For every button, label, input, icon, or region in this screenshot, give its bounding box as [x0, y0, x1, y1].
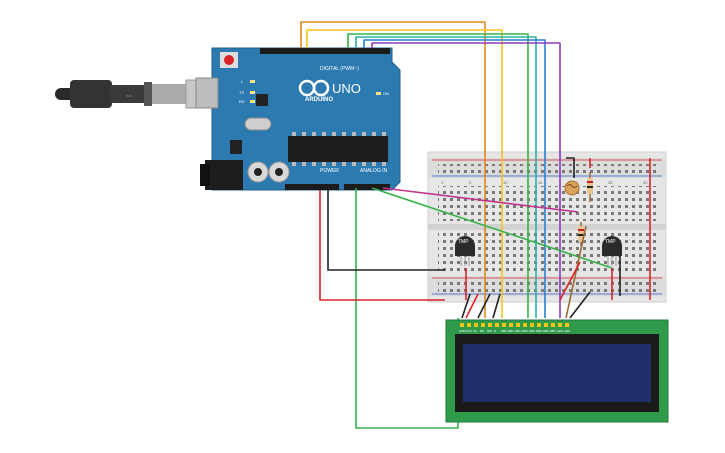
lcd-pin-db0: DB0	[501, 329, 507, 333]
wire-red-lcd[interactable]	[465, 293, 479, 319]
bb-col-30: 30	[643, 180, 648, 185]
arduino-logo: ARDUINO UNO	[298, 79, 361, 103]
wire-black-lcd-4[interactable]	[569, 291, 591, 319]
photoresistor[interactable]	[564, 180, 580, 196]
bb-col-5: 5	[469, 180, 472, 185]
analog-header[interactable]	[344, 184, 390, 190]
wire-yellow[interactable]	[306, 29, 503, 318]
wire-teal[interactable]	[355, 36, 537, 318]
lcd-pin-rw: RW	[487, 329, 492, 333]
wire-red-5v[interactable]	[319, 190, 445, 301]
lcd-pin-db1: DB1	[508, 329, 514, 333]
lcd-pin-led-k: LED	[564, 329, 571, 333]
wire-orange[interactable]	[300, 21, 486, 318]
lcd-pin-rs: RS	[480, 329, 484, 333]
model-label: UNO	[332, 81, 361, 96]
wire-black-lcd-1[interactable]	[461, 293, 471, 319]
lcd-screen	[463, 344, 651, 402]
lcd-pin-led-a: LED	[557, 329, 564, 333]
wire-black-gnd[interactable]	[327, 190, 445, 271]
sensor-1-label: TMP	[458, 239, 469, 245]
lcd-pin-db5: DB5	[536, 329, 542, 333]
resistor-1[interactable]	[587, 172, 593, 202]
usb-cable[interactable]: ⇔	[55, 79, 217, 109]
svg-text:⇔: ⇔	[124, 90, 134, 101]
breadboard[interactable]: 1 5 10 15 20 25 30	[427, 151, 667, 303]
led-label-on: ON	[383, 91, 389, 96]
led-label-l: L	[241, 79, 244, 84]
wire-red-bb[interactable]	[559, 261, 581, 301]
brand-label: ARDUINO	[305, 97, 333, 103]
wire-blue[interactable]	[363, 39, 546, 318]
bb-col-10: 10	[503, 180, 508, 185]
bb-col-25: 25	[608, 180, 613, 185]
lcd-pin-gnd: GND	[459, 329, 467, 333]
led-label-tx: TX	[239, 90, 244, 95]
wire-black-lcd-3[interactable]	[492, 293, 501, 319]
lcd-pin-db3: DB3	[522, 329, 528, 333]
led-label-rx: RX	[239, 99, 245, 104]
wire-black-lcd-2[interactable]	[477, 293, 491, 319]
wire-purple[interactable]	[371, 42, 561, 318]
sensor-2-label: TMP	[605, 239, 616, 245]
lcd-pin-db6: DB6	[543, 329, 549, 333]
arduino-board[interactable]: ARDUINO UNO L TX RX ON DIGITAL (PWM~) PO…	[195, 47, 401, 191]
analog-label: ANALOG IN	[360, 168, 388, 174]
wire-black-top[interactable]	[566, 157, 575, 178]
lcd-pin-vcc: VCC	[466, 329, 473, 333]
lcd-display[interactable]: GND VCC V0 RS RW E DB0 DB1 DB2 DB3 DB4 D…	[445, 319, 669, 423]
lcd-pin-e: E	[494, 329, 496, 333]
digital-header[interactable]	[260, 48, 390, 54]
wire-magenta[interactable]	[382, 187, 579, 213]
temperature-sensor-2[interactable]: TMP	[602, 236, 622, 266]
wires	[300, 21, 651, 429]
temperature-sensor-1[interactable]: TMP	[455, 236, 475, 266]
bb-col-1: 1	[441, 180, 444, 185]
power-label: POWER	[320, 168, 339, 174]
resistor-2[interactable]	[578, 222, 584, 246]
lcd-pin-v0: V0	[473, 329, 477, 333]
lcd-pin-db2: DB2	[515, 329, 521, 333]
wire-brown-lcd[interactable]	[565, 225, 587, 319]
wire-green-digital[interactable]	[347, 33, 529, 318]
wire-green-a1[interactable]	[371, 187, 613, 269]
digital-header-label: DIGITAL (PWM~)	[320, 66, 359, 72]
lcd-pin-db4: DB4	[529, 329, 535, 333]
lcd-pin-db7: DB7	[550, 329, 556, 333]
power-header[interactable]	[285, 184, 339, 190]
bb-col-15: 15	[538, 180, 543, 185]
